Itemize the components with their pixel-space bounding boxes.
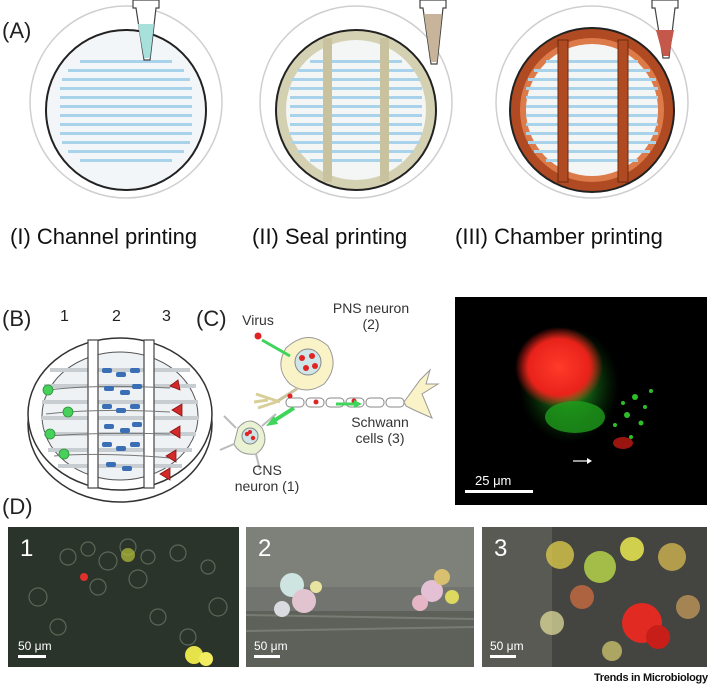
scale-bar-label: 50 μm: [254, 639, 288, 653]
caption-seal-printing: (II) Seal printing: [252, 224, 408, 249]
micrograph-1: 1 50 μm: [8, 527, 239, 667]
panel-b-dish-illustration: [27, 337, 213, 503]
virus-label: Virus: [242, 312, 274, 328]
cns-neuron-label: CNS neuron (1): [222, 462, 312, 494]
dish-channel-printing: [29, 5, 223, 199]
panel-a-illustration: [29, 0, 689, 199]
micrograph-2: 2 50 μm: [246, 527, 474, 667]
pns-neuron-label: PNS neuron (2): [326, 300, 416, 332]
pipette-tip-icon: [651, 0, 679, 59]
caption-chamber-printing: (III) Chamber printing: [455, 224, 663, 249]
scale-bar-label: 50 μm: [18, 639, 52, 653]
micrograph-3: 3 50 μm: [482, 527, 707, 667]
pns-neuron-label-line2: (2): [362, 316, 380, 332]
scale-bar-label: 25 μm: [475, 473, 512, 488]
panel-a-label: (A): [2, 18, 32, 43]
schwann-cells-label: Schwann cells (3): [340, 414, 420, 446]
dish-seal-printing: [259, 5, 453, 199]
cns-label-line1: CNS: [252, 462, 282, 478]
caption-channel-printing: (I) Channel printing: [10, 224, 198, 249]
micrograph-number: 3: [494, 535, 508, 562]
compartment-number: 3: [162, 308, 171, 325]
compartment-number: 1: [60, 308, 69, 325]
neuron-schematic: [219, 332, 440, 471]
panel-b-label: (B): [2, 306, 32, 331]
panel-c-label: (C): [196, 306, 227, 331]
schwann-label-line1: Schwann: [351, 414, 409, 430]
panel-d-label: (D): [2, 494, 33, 519]
fluorescence-micrograph: 25 μm: [455, 297, 707, 505]
cns-label-line2: neuron (1): [234, 478, 300, 494]
micrograph-number: 2: [258, 535, 272, 562]
pipette-tip-icon: [132, 0, 160, 61]
dish-chamber-printing: [495, 5, 689, 199]
schwann-label-line2: cells (3): [355, 430, 405, 446]
scale-bar-label: 50 μm: [490, 639, 524, 653]
pns-neuron-label-line1: PNS neuron: [332, 300, 410, 316]
journal-footer: Trends in Microbiology: [594, 672, 708, 684]
pipette-tip-icon: [419, 0, 447, 65]
micrograph-number: 1: [20, 535, 34, 562]
compartment-number: 2: [112, 308, 121, 325]
